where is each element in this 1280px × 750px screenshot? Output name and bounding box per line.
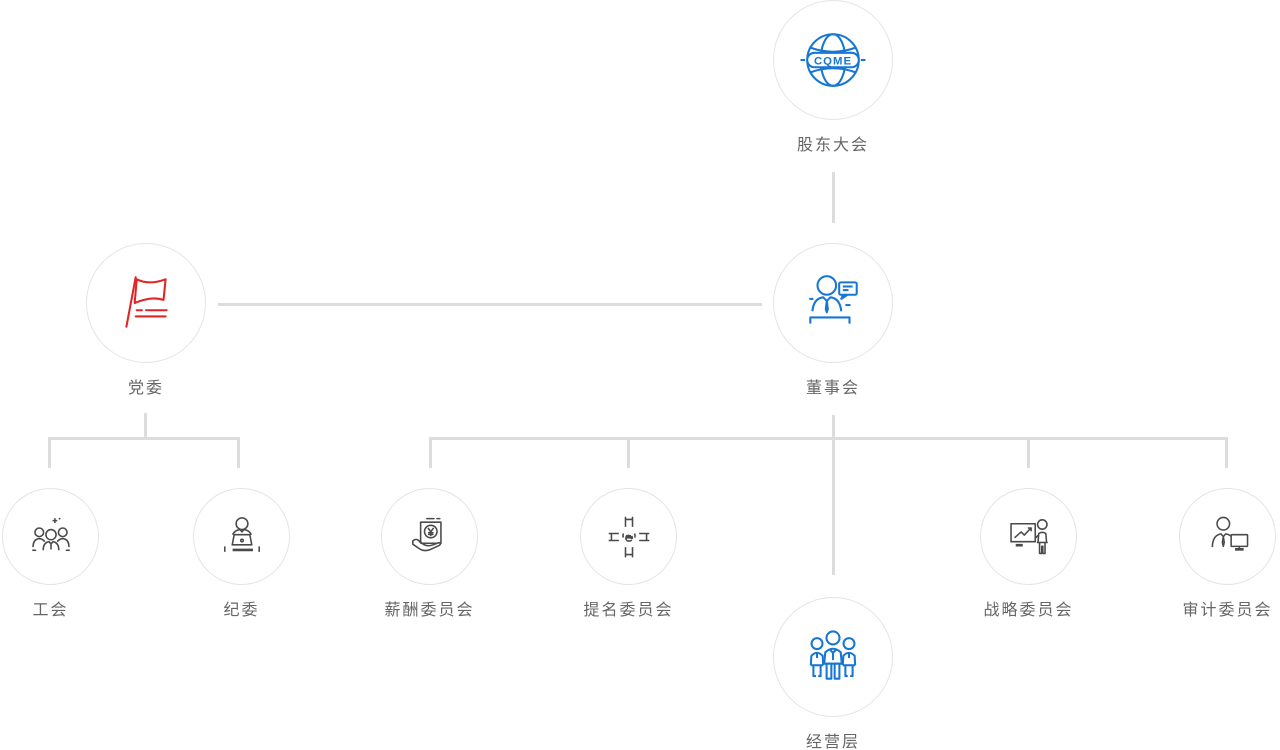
staff-group-icon: [31, 517, 70, 551]
node-party-committee: 党委: [86, 243, 206, 397]
connector-drop-remuneration: [429, 437, 432, 468]
shareholders-circle: CQME: [773, 0, 893, 120]
node-label-shareholders: 股东大会: [796, 137, 870, 154]
node-shareholders: CQME 股东大会: [773, 0, 893, 154]
connector-drop-union: [48, 437, 51, 468]
director-speech-icon: [809, 275, 858, 324]
laptop-officer-icon: [223, 516, 260, 552]
connector-board-rail: [429, 437, 1228, 440]
strategy-presentation-icon: [1009, 518, 1048, 554]
red-flag-icon: [125, 276, 168, 328]
node-strategy-committee: 战略委员会: [980, 488, 1077, 619]
nomination-committee-circle: [580, 488, 677, 585]
node-nomination-committee: 提名委员会: [580, 488, 677, 619]
node-audit-committee: 审计委员会: [1179, 488, 1276, 619]
node-labor-union: 工会: [2, 488, 99, 619]
salary-hand-icon: [411, 517, 442, 551]
connector-board-stem: [832, 415, 835, 575]
node-label-remuneration-committee: 薪酬委员会: [384, 602, 475, 619]
node-board-of-directors: 董事会: [773, 243, 893, 397]
connector-party-rail: [48, 437, 240, 440]
node-label-board: 董事会: [805, 380, 861, 397]
discipline-committee-circle: [193, 488, 290, 585]
auditor-monitor-icon: [1211, 516, 1248, 551]
labor-union-circle: [2, 488, 99, 585]
connector-party-stem: [144, 413, 147, 439]
connector-drop-strategy: [1027, 437, 1030, 468]
connector-drop-audit: [1225, 437, 1228, 468]
node-label-discipline-committee: 纪委: [223, 602, 260, 619]
node-label-management: 经营层: [805, 734, 861, 750]
management-circle: [773, 597, 893, 717]
connector-party-board: [218, 303, 762, 306]
node-label-party-committee: 党委: [127, 380, 165, 397]
node-discipline-committee: 纪委: [193, 488, 290, 619]
audit-committee-circle: [1179, 488, 1276, 585]
strategy-committee-circle: [980, 488, 1077, 585]
node-remuneration-committee: 薪酬委员会: [381, 488, 478, 619]
node-label-audit-committee: 审计委员会: [1182, 602, 1273, 619]
svg-text:CQME: CQME: [814, 56, 852, 68]
globe-cqme-icon: CQME: [800, 33, 866, 87]
node-management: 经营层: [773, 597, 893, 750]
node-label-nomination-committee: 提名委员会: [583, 602, 674, 619]
remuneration-committee-circle: [381, 488, 478, 585]
party-committee-circle: [86, 243, 206, 363]
node-label-strategy-committee: 战略委员会: [983, 602, 1074, 619]
connector-shareholders-board: [832, 172, 835, 223]
team-icon: [809, 630, 857, 680]
board-circle: [773, 243, 893, 363]
connector-drop-nomination: [627, 437, 630, 468]
hands-join-icon: [608, 516, 649, 557]
node-label-labor-union: 工会: [32, 602, 69, 619]
connector-drop-discipline: [237, 437, 240, 468]
